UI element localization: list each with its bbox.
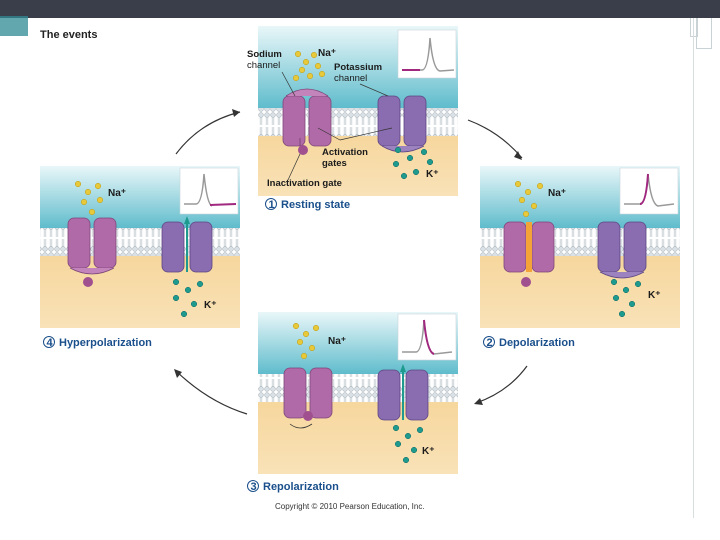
potassium-ions-4 [172,278,204,318]
voltage-trace-2 [619,167,679,215]
top-bar [0,0,720,18]
label-inactivation-gate: Inactivation gate [267,178,342,189]
sodium-channel-2 [503,221,555,287]
stage-4-label: Hyperpolarization [59,337,152,349]
stage-2-number: 2 [487,337,493,349]
potassium-channel-1 [377,95,427,153]
voltage-trace-1 [397,29,457,79]
arrowhead-3-to-4 [174,369,182,378]
panel-hyperpolarization: Na⁺ K⁺ 4 Hyperpolarization [40,166,240,349]
label-k-1: K⁺ [426,169,439,180]
stage-2-number-circle [483,336,495,348]
potassium-ions-2 [610,278,642,318]
stage-1-number: 1 [269,199,275,211]
corner-decoration-inner [690,18,698,37]
arrow-2-to-3 [475,365,528,404]
label-na-1: Na⁺ [318,48,336,59]
copyright-notice: Copyright © 2010 Pearson Education, Inc. [275,502,425,511]
sodium-ions-3 [292,322,320,360]
stage-3-number: 3 [251,481,257,493]
stage-3-label: Repolarization [263,481,339,493]
stage-2-label: Depolarization [499,337,575,349]
sodium-ions-4 [74,180,104,216]
stage-4-number-circle [43,336,55,348]
label-k-2: K⁺ [648,290,661,301]
potassium-channel-3 [377,364,429,421]
slide-title: The events [40,29,98,41]
sodium-channel-1 [282,88,332,155]
sodium-ions-2 [514,180,544,218]
stage-4-number: 4 [47,337,54,349]
voltage-trace-3 [397,313,457,361]
potassium-ions-1 [392,146,434,180]
arrowhead-1-to-2 [514,151,522,160]
corner-decoration [696,18,712,49]
label-na-2: Na⁺ [548,188,566,199]
arrowhead-4-to-1 [232,109,240,117]
leader-lines-1 [281,71,393,181]
stage-1-number-circle [265,198,277,210]
label-k-4: K⁺ [204,300,217,311]
sodium-channel-4 [67,217,117,287]
voltage-trace-4 [179,167,239,215]
panel-depolarization: Na⁺ K⁺ 2 Depolarization [480,166,680,349]
potassium-ions-3 [392,424,424,464]
cycle-arrows [174,109,528,415]
potassium-channel-2 [597,221,647,279]
stage-1-label: Resting state [281,199,350,211]
arrow-1-to-2 [467,119,523,159]
sodium-channel-3 [283,367,333,429]
arrow-3-to-4 [174,369,248,415]
potassium-channel-4 [161,216,213,273]
label-na-3: Na⁺ [328,336,346,347]
accent-bar-left [0,16,28,36]
arrow-4-to-1 [175,111,241,155]
label-na-4: Na⁺ [108,188,126,199]
label-k-3: K⁺ [422,446,435,457]
stage-3-number-circle [247,480,259,492]
panel-repolarization: Na⁺ K⁺ 3 Repolarization [247,312,458,493]
sodium-ions-1 [292,50,326,82]
arrowhead-2-to-3 [474,398,483,405]
slide-frame [28,18,694,518]
